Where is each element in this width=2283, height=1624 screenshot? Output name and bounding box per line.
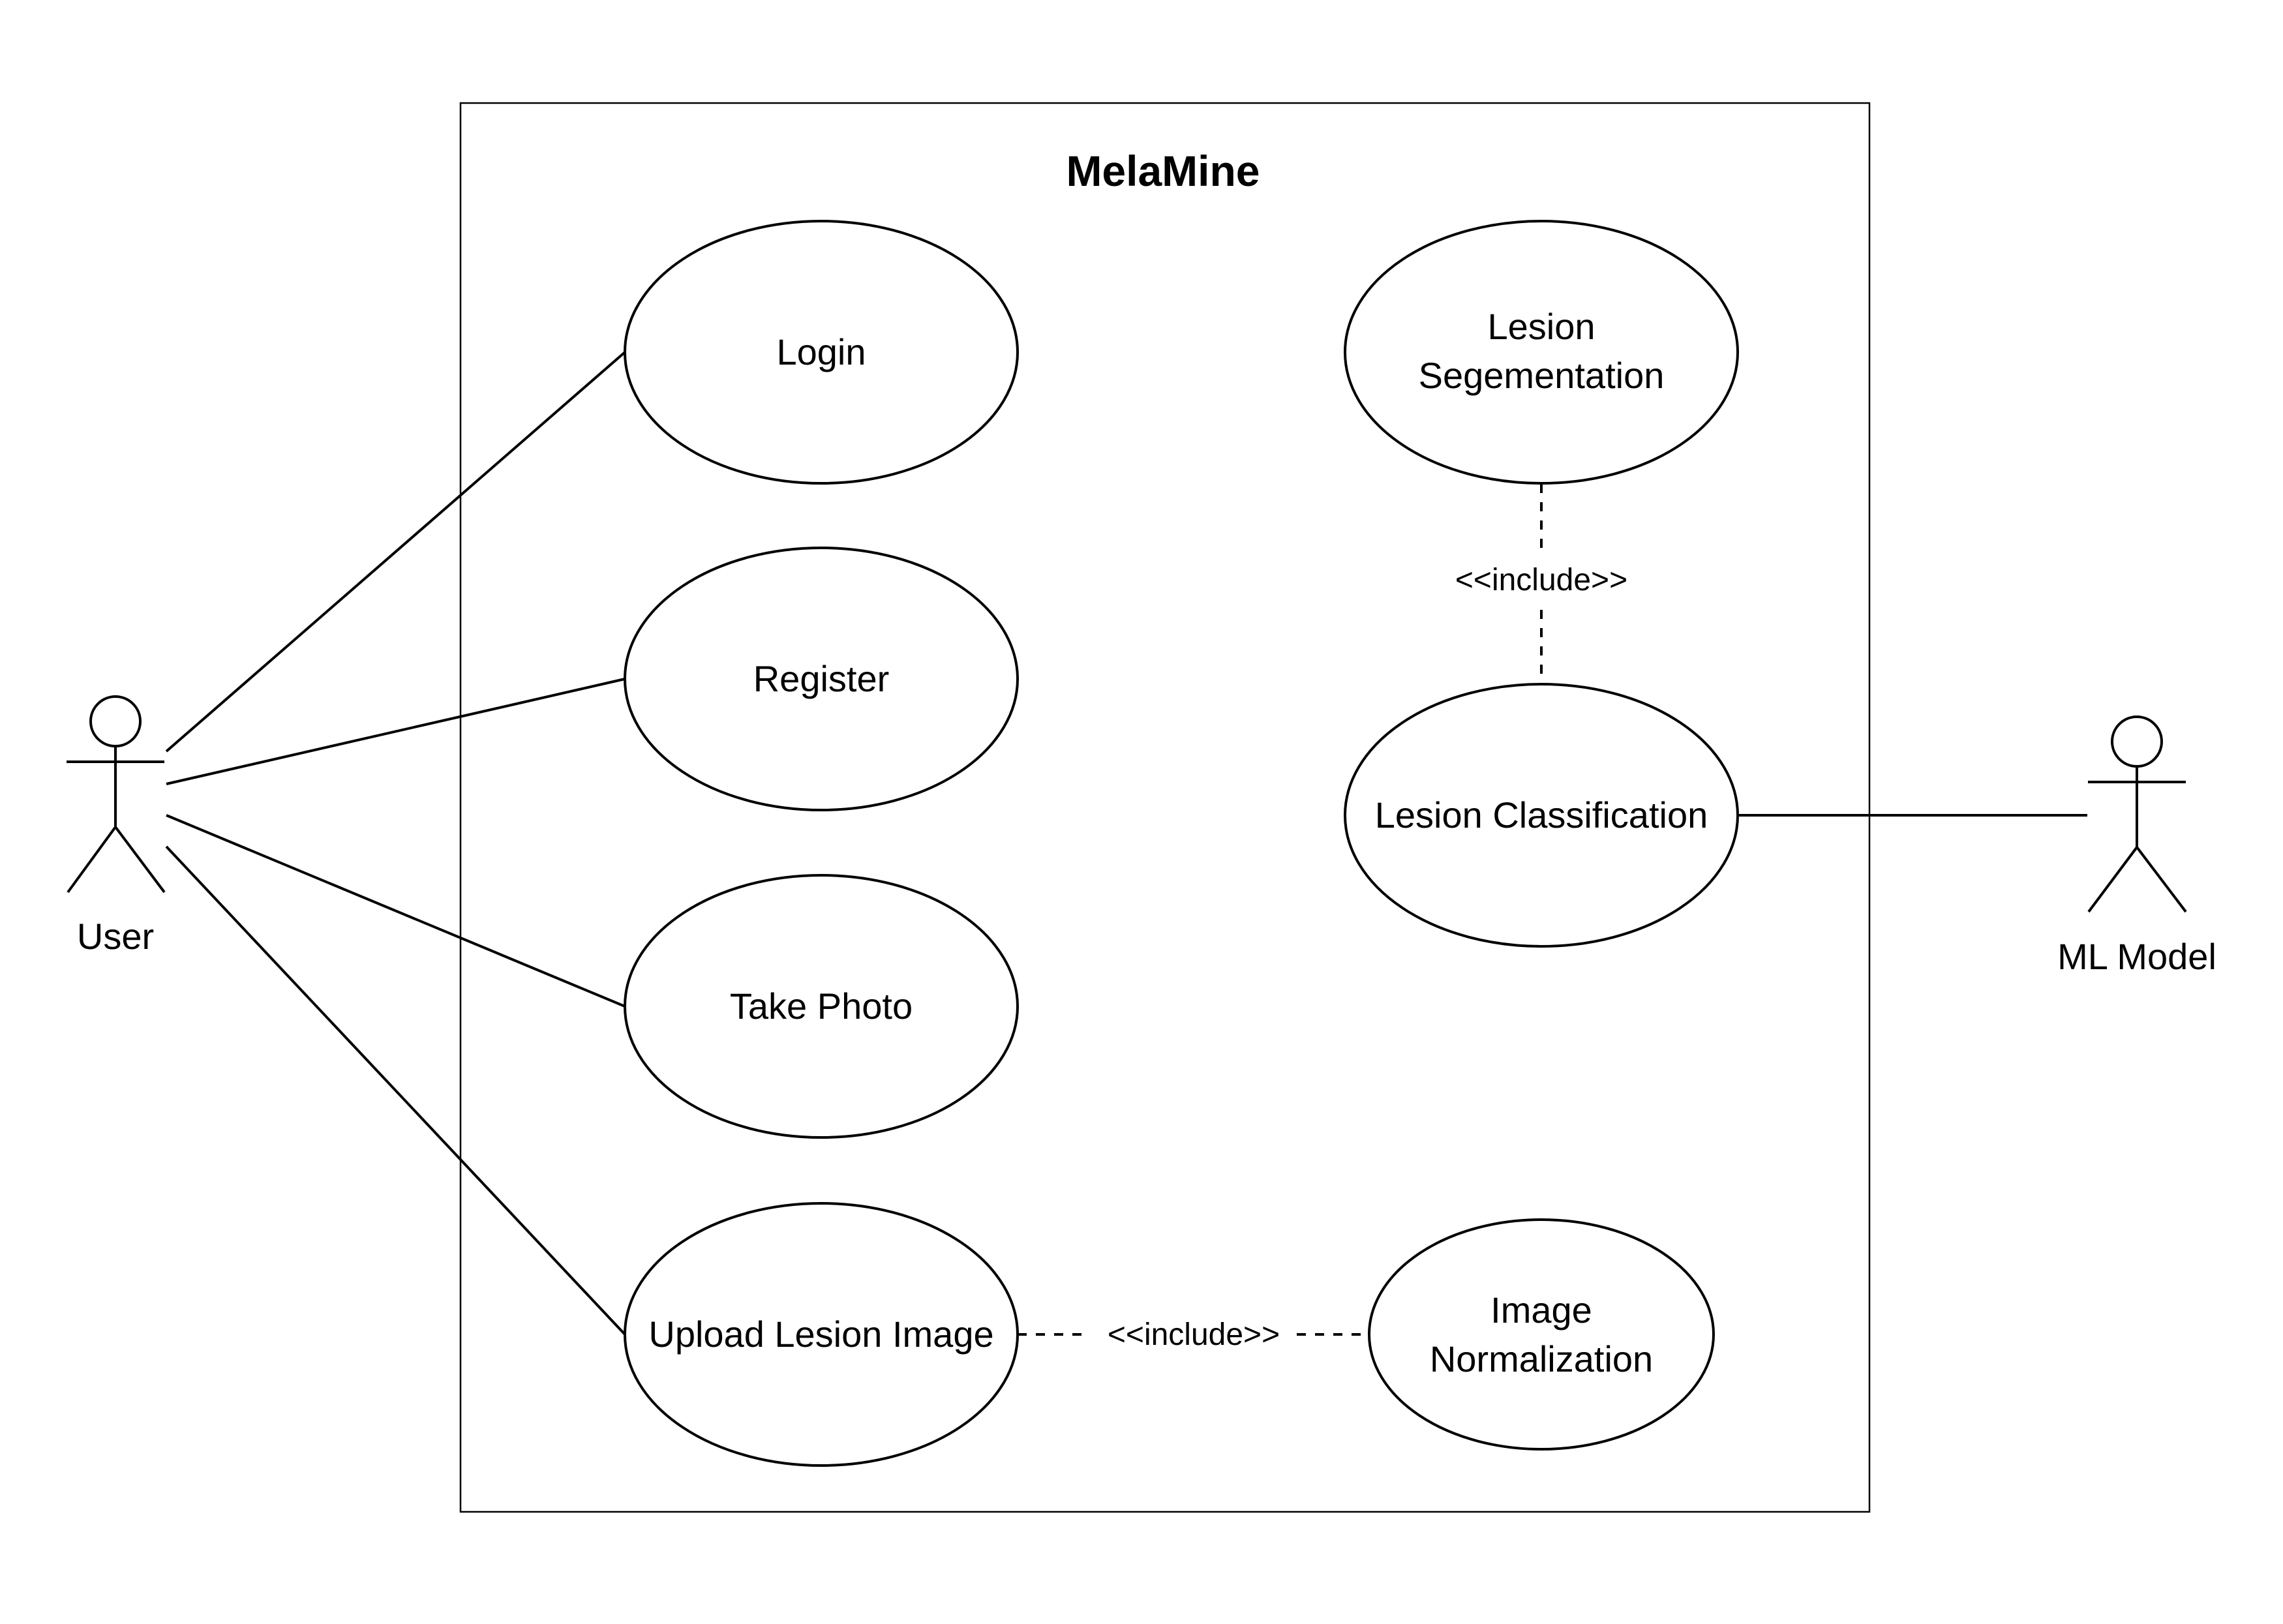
actor-ml-model: ML Model (2057, 715, 2216, 977)
use-case-login-label: Login (776, 331, 866, 372)
include-label-normalization: <<include>> (1108, 1317, 1280, 1352)
actor-user-label: User (77, 916, 154, 957)
use-case-register: Register (624, 547, 1019, 811)
actor-user-head-icon (89, 695, 142, 747)
actor-ml-model-head-icon (2111, 715, 2163, 768)
use-case-lesion-classification: Lesion Classification (1344, 683, 1739, 948)
use-case-register-label: Register (753, 658, 890, 699)
use-case-upload-lesion-image: Upload Lesion Image (624, 1202, 1019, 1467)
association-user-upload (165, 845, 626, 1336)
association-user-register (166, 678, 626, 785)
use-case-take-photo: Take Photo (624, 874, 1019, 1139)
include-label-segmentation: <<include>> (1455, 563, 1627, 597)
use-case-image-normalization: Image Normalization (1368, 1218, 1715, 1451)
system-title: MelaMine (1066, 147, 1260, 195)
system-boundary (459, 102, 1871, 1513)
association-user-login (165, 351, 626, 753)
use-case-login: Login (624, 220, 1019, 485)
use-case-normalization-label-line2: Normalization (1430, 1338, 1653, 1379)
use-case-segmentation-label-line2: Segementation (1419, 355, 1665, 396)
use-case-take-photo-label: Take Photo (730, 985, 913, 1027)
actor-ml-model-label: ML Model (2057, 936, 2216, 977)
use-case-segmentation-label-line1: Lesion (1487, 306, 1595, 347)
actor-user: User (67, 695, 166, 957)
use-case-classification-label: Lesion Classification (1375, 794, 1708, 835)
association-user-take-photo (166, 814, 626, 1008)
use-case-upload-label: Upload Lesion Image (648, 1314, 993, 1355)
use-case-normalization-label-line1: Image (1490, 1289, 1592, 1331)
use-case-lesion-segmentation: Lesion Segementation (1344, 220, 1739, 485)
